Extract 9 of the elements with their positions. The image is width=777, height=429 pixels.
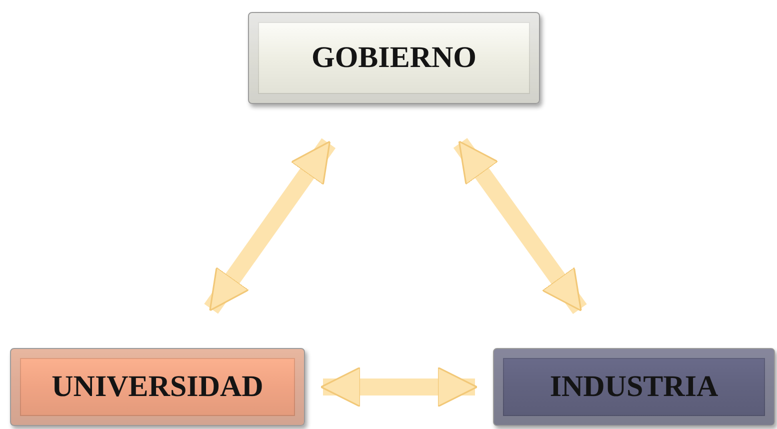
- box-label: GOBIERNO: [311, 41, 477, 75]
- process-box: [493, 348, 775, 426]
- double-arrow: [453, 138, 587, 314]
- box-label: INDUSTRIA: [550, 370, 718, 404]
- box-label: UNIVERSIDAD: [52, 370, 264, 404]
- process-box: [10, 348, 305, 426]
- process-box: [248, 12, 540, 104]
- double-arrow: [320, 366, 478, 408]
- double-arrow: [204, 138, 336, 314]
